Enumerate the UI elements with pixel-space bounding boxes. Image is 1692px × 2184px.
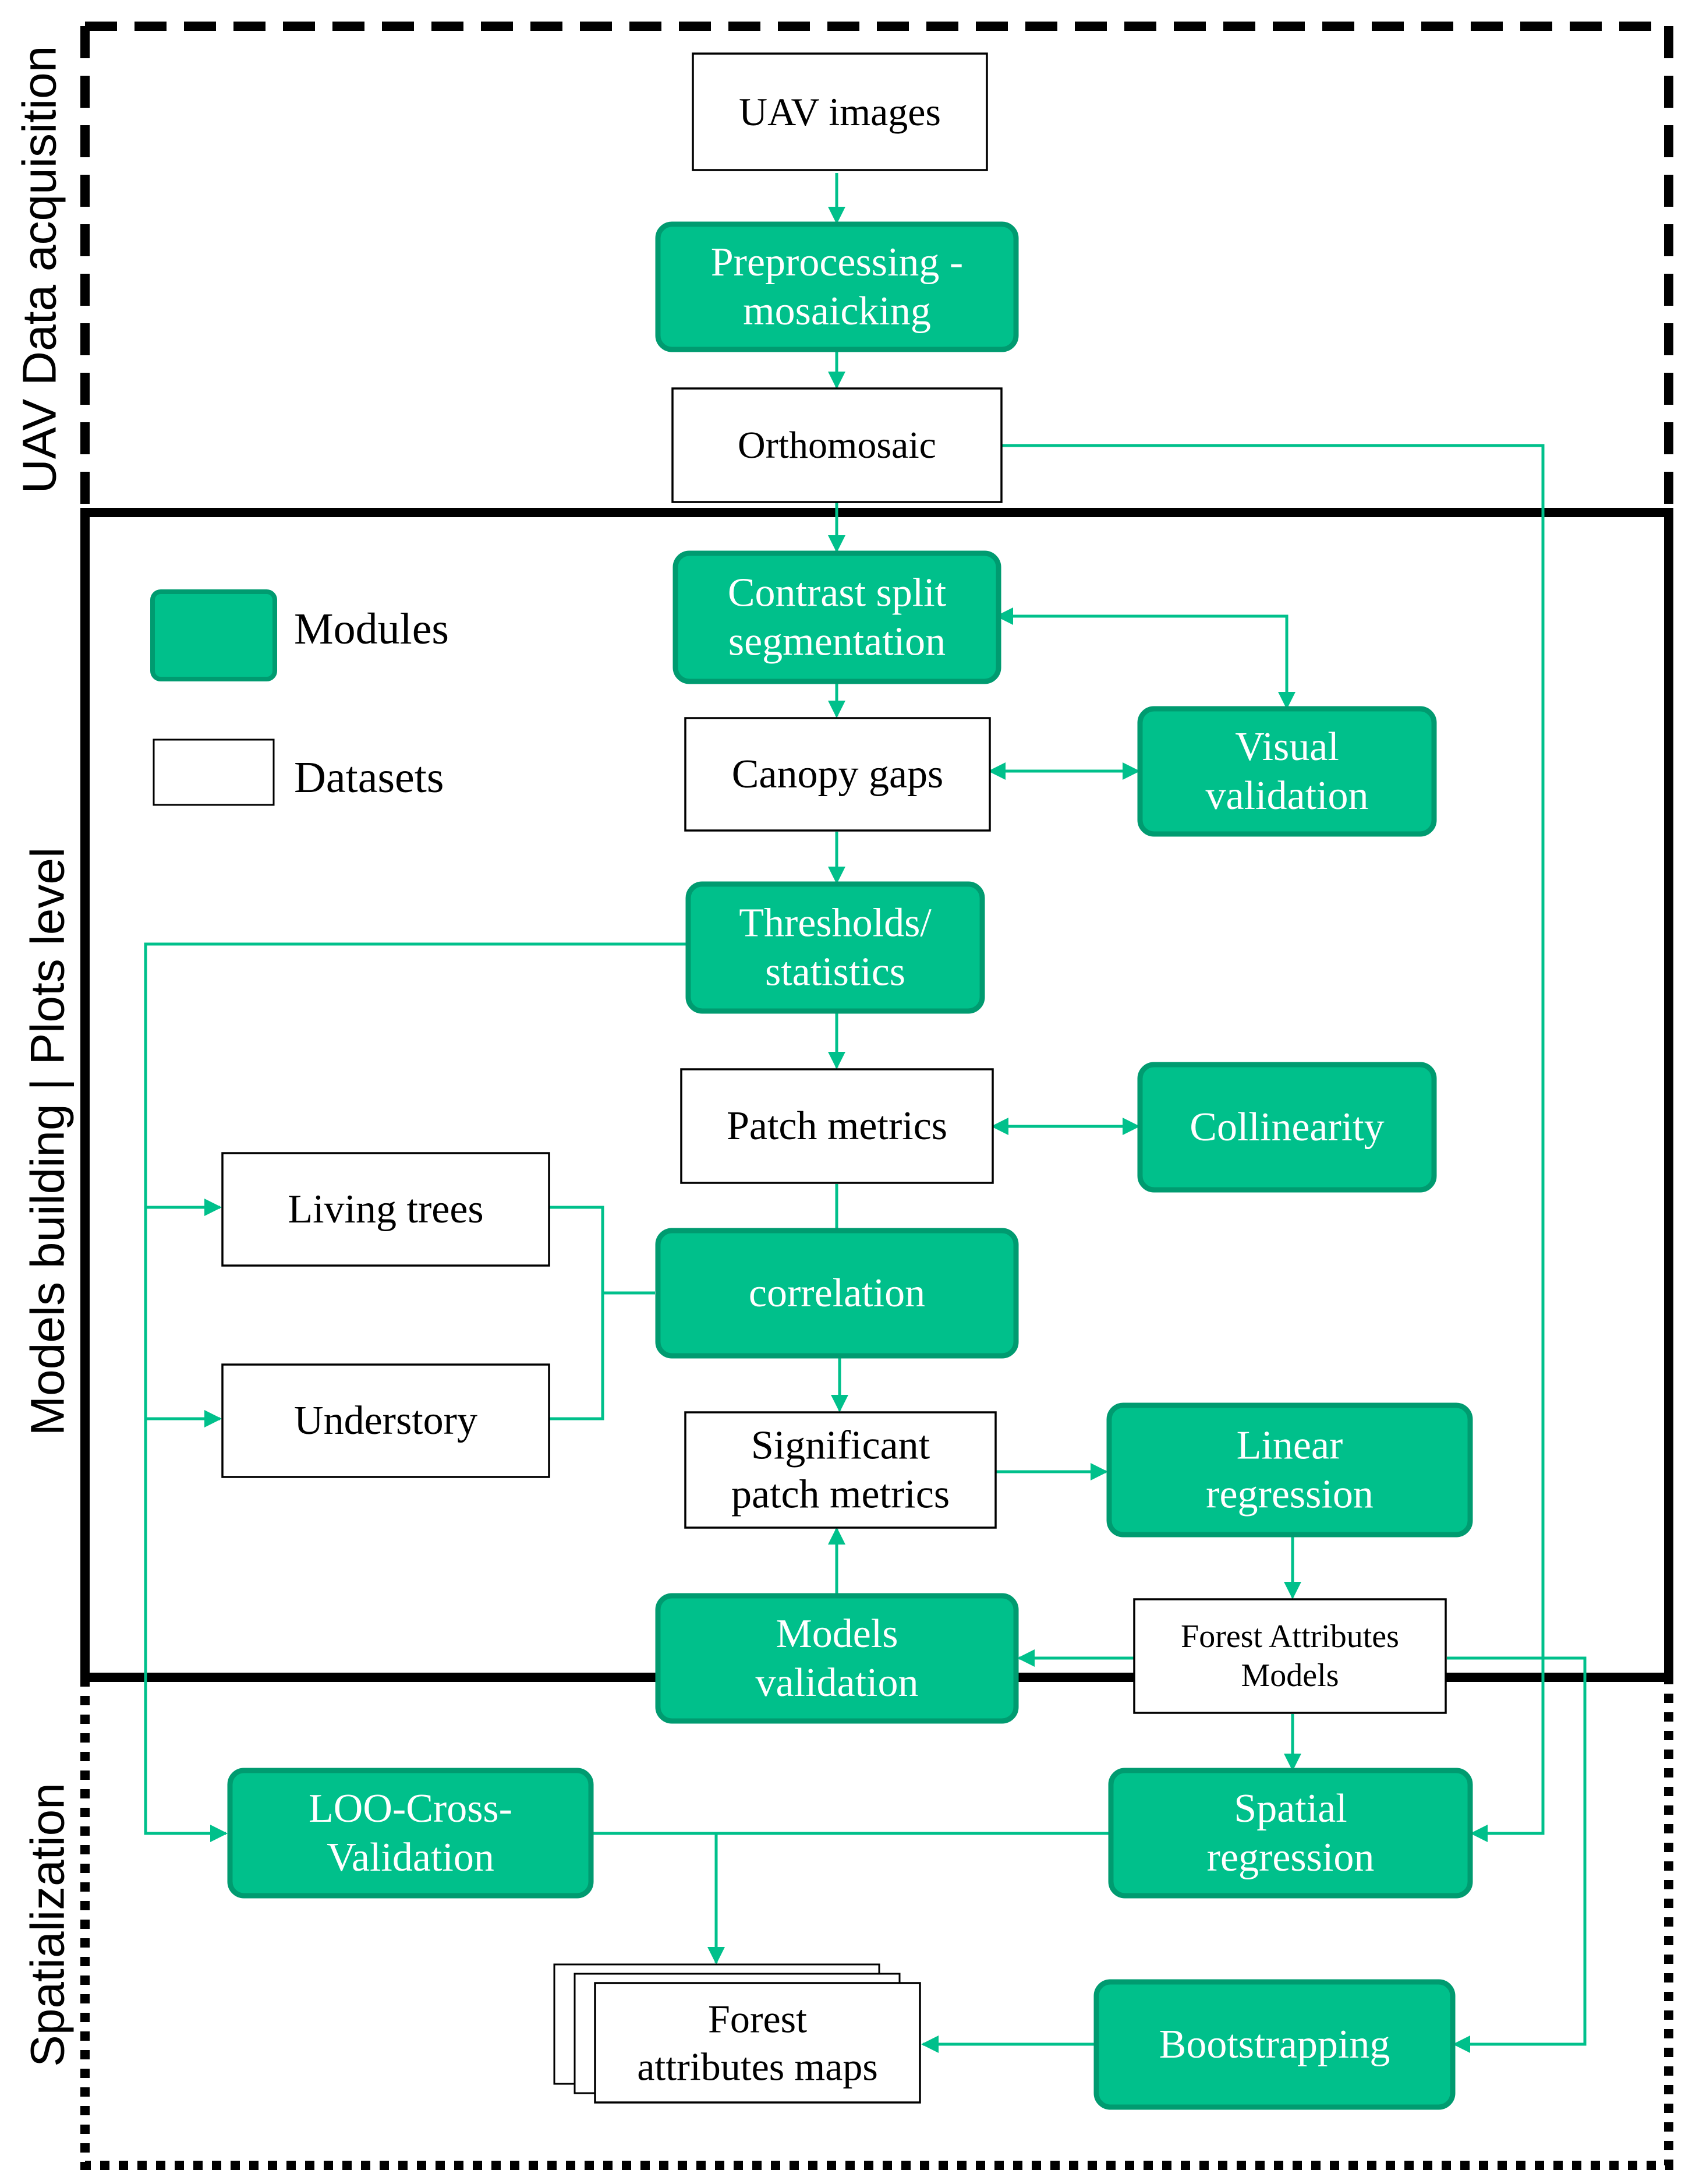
preprocessing-module-label-line-1: Preprocessing -	[711, 240, 964, 285]
legend-datasets-label: Datasets	[294, 753, 444, 802]
correlation-module: correlation	[655, 1228, 1019, 1359]
arrow-contrast-visual	[996, 607, 1295, 709]
understory-box-shape	[221, 1363, 550, 1478]
significant-patch-metrics-box-shape	[684, 1411, 997, 1529]
arrow-thresholds-to-loo	[144, 942, 687, 1842]
models-validation-module-label-line-2: validation	[756, 1660, 919, 1705]
acquisition-section-label: UAV Data acquisition	[13, 46, 66, 494]
linear-regression-module-label-line-2: regression	[1206, 1472, 1374, 1517]
thresholds-module-shape	[685, 881, 985, 1014]
thresholds-module-label-line-2: statistics	[765, 950, 905, 995]
forest-attributes-models-box-shape	[1133, 1598, 1447, 1714]
forest-attributes-maps-box-shape	[594, 1982, 921, 2104]
uav-images-box-label-line-1: UAV images	[739, 90, 941, 134]
collinearity-module-shape	[1137, 1062, 1437, 1193]
canopy-gaps-box: Canopy gaps	[684, 717, 991, 832]
significant-patch-metrics-box-label-line-2: patch metrics	[731, 1472, 950, 1517]
patch-metrics-box-shape	[680, 1068, 994, 1184]
forest-attributes-maps-box-label-line-2: attributes maps	[637, 2044, 878, 2088]
patch-metrics-box-label-line-1: Patch metrics	[727, 1104, 947, 1148]
spatialization-section-border	[80, 1677, 1673, 2170]
thresholds-module: Thresholds/statistics	[685, 881, 985, 1014]
living-trees-box: Living trees	[221, 1152, 550, 1267]
visual-validation-module-label-line-2: validation	[1206, 773, 1369, 818]
uav-images-box: UAV images	[692, 52, 988, 171]
contrast-split-module-label-line-2: segmentation	[728, 620, 946, 665]
legend-dataset-swatch	[153, 738, 275, 806]
forest-attributes-models-box-label-line-1: Forest Attributes	[1181, 1618, 1399, 1655]
bootstrapping-module-shape	[1093, 1979, 1456, 2110]
legend-modules-label: Modules	[294, 605, 449, 653]
living-trees-box-label-line-1: Living trees	[288, 1187, 483, 1232]
spatial-regression-module-shape	[1108, 1768, 1473, 1899]
spatialization-section-label: Spatialization	[22, 1783, 75, 2067]
loo-cross-validation-module-label-line-2: Validation	[327, 1835, 494, 1880]
line-living-understory-bracket	[549, 1206, 604, 1420]
bootstrapping-module: Bootstrapping	[1093, 1979, 1456, 2110]
uav-images-box-shape	[692, 52, 988, 171]
understory-box-label-line-1: Understory	[294, 1398, 477, 1443]
collinearity-module: Collinearity	[1137, 1062, 1437, 1193]
loo-cross-validation-module: LOO-Cross-Validation	[227, 1768, 594, 1899]
orthomosaic-box: Orthomosaic	[671, 387, 1003, 503]
correlation-module-shape	[655, 1228, 1019, 1359]
preprocessing-module-shape	[655, 221, 1019, 352]
loo-cross-validation-module-label-line-1: LOO-Cross-	[309, 1786, 512, 1831]
thresholds-module-label-line-1: Thresholds/	[739, 901, 932, 946]
models-validation-module-shape	[655, 1593, 1019, 1724]
correlation-module-label-line-1: correlation	[749, 1271, 925, 1316]
collinearity-module-label-line-1: Collinearity	[1190, 1105, 1384, 1150]
patch-metrics-box: Patch metrics	[680, 1068, 994, 1184]
bootstrapping-module-label-line-1: Bootstrapping	[1159, 2022, 1390, 2067]
arrow-orthomosaic-to-spatial	[1001, 444, 1545, 1842]
linear-regression-module-label-line-1: Linear	[1237, 1423, 1343, 1468]
models-validation-module-label-line-1: Models	[776, 1612, 898, 1656]
contrast-split-module-label-line-1: Contrast split	[728, 571, 947, 616]
orthomosaic-box-label-line-1: Orthomosaic	[738, 424, 936, 467]
models-section-label: Models building | Plots level	[22, 847, 75, 1436]
forest-attributes-maps-box-label-line-1: Forest	[708, 1997, 807, 2041]
contrast-split-module-shape	[672, 550, 1001, 684]
acquisition-section-border	[80, 22, 1673, 513]
living-trees-box-shape	[221, 1152, 550, 1267]
visual-validation-module-label-line-1: Visual	[1235, 725, 1339, 769]
preprocessing-module-label-line-2: mosaicking	[743, 289, 931, 334]
visual-validation-module-shape	[1137, 706, 1437, 837]
spatial-regression-module-label-line-2: regression	[1207, 1835, 1375, 1880]
legend-module-swatch	[150, 589, 277, 681]
canopy-gaps-box-shape	[684, 717, 991, 832]
loo-cross-validation-module-shape	[227, 1768, 594, 1899]
arrow-forest-models-to-bootstrapping	[1447, 1656, 1587, 2053]
linear-regression-module-shape	[1106, 1402, 1473, 1538]
canopy-gaps-box-label-line-1: Canopy gaps	[732, 752, 944, 797]
spatial-regression-module-label-line-1: Spatial	[1234, 1786, 1347, 1831]
significant-patch-metrics-box-label-line-1: Significant	[751, 1423, 930, 1468]
orthomosaic-box-shape	[671, 387, 1003, 503]
forest-attributes-models-box-label-line-2: Models	[1241, 1658, 1339, 1694]
understory-box: Understory	[221, 1363, 550, 1478]
preprocessing-module: Preprocessing -mosaicking	[655, 221, 1019, 352]
